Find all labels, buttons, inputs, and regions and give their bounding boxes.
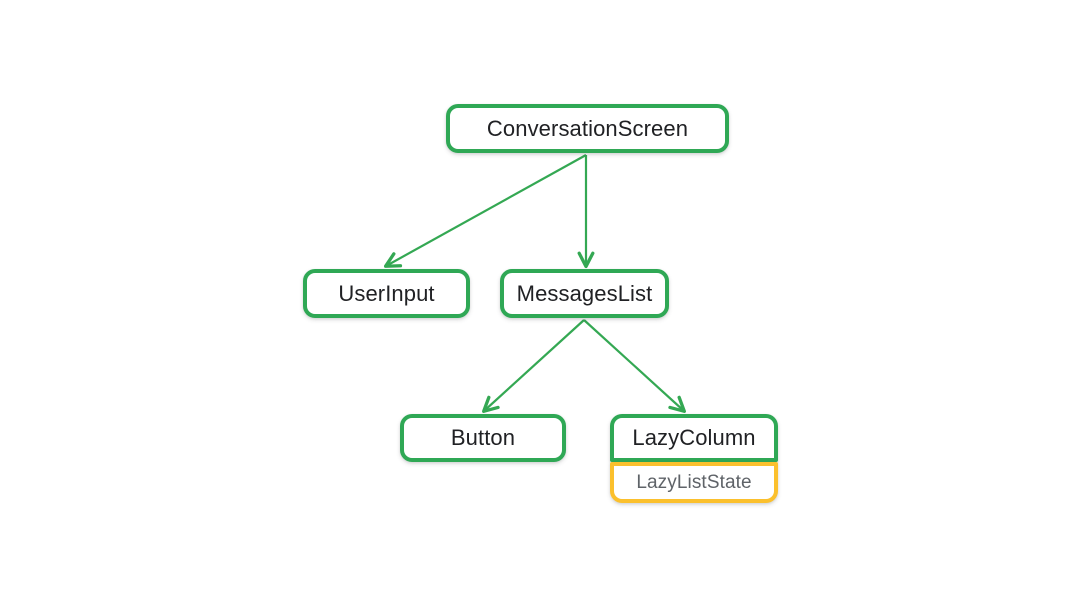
node-label-messages-list: MessagesList	[516, 280, 653, 306]
edge-messages-list-to-lazy-column	[583, 319, 686, 413]
node-messages-list[interactable]: MessagesList	[500, 269, 669, 318]
node-button[interactable]: Button	[400, 414, 566, 462]
node-label-lazy-column: LazyColumn	[632, 425, 756, 450]
node-user-input[interactable]: UserInput	[303, 269, 470, 318]
node-label-conversation-screen: ConversationScreen	[486, 115, 689, 141]
node-conversation-screen[interactable]: ConversationScreen	[446, 104, 729, 153]
edge-messages-list-to-button	[482, 319, 585, 413]
node-label-user-input: UserInput	[338, 280, 435, 306]
edge-conversation-screen-to-user-input	[383, 154, 587, 268]
node-label-button: Button	[450, 425, 516, 450]
node-label-lazy-list-state: LazyListState	[636, 471, 752, 493]
node-lazy-list-state[interactable]: LazyListState	[610, 462, 778, 503]
node-lazy-column[interactable]: LazyColumn	[610, 414, 778, 462]
